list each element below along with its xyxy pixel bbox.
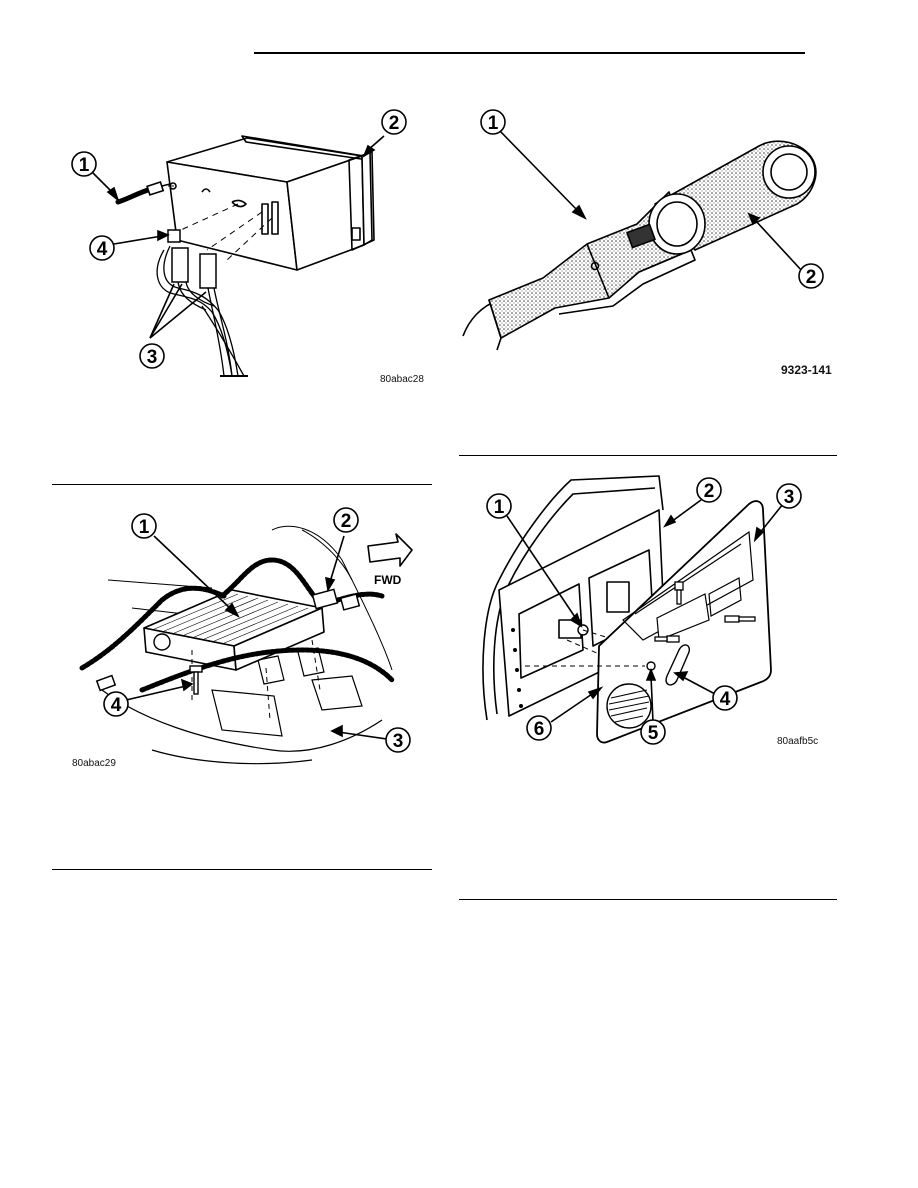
door-callout-6-circle	[526, 715, 552, 741]
radio-illustration: 1 2 3 4 80abac28	[71, 109, 424, 385]
amp-callout-3-circle	[385, 727, 411, 753]
amp-callout-2: 2	[341, 511, 352, 532]
figure-door-trim-panel: 1 2 3 4 5 6 80aafb5c	[459, 470, 837, 760]
amplifier-illustration: FWD 1 2 3 4 80abac29	[72, 507, 413, 769]
fwd-label: FWD	[374, 573, 402, 587]
door-callout-4-circle	[712, 685, 738, 711]
amp-callout-1-circle	[131, 513, 157, 539]
door-figure-code: 80aafb5c	[777, 736, 818, 747]
amp-callout-3: 3	[393, 731, 404, 752]
crank-callout-2-circle	[798, 263, 824, 289]
door-trim-illustration: 1 2 3 4 5 6 80aafb5c	[482, 475, 818, 747]
amp-figure-code: 80abac29	[72, 758, 116, 769]
crank-figure-code: 9323-141	[781, 363, 832, 377]
left-separator-2	[52, 869, 432, 870]
radio-callout-3-circle	[139, 343, 165, 369]
right-separator-2	[459, 899, 837, 900]
door-callout-3: 3	[784, 487, 795, 508]
crank-callout-1: 1	[488, 113, 499, 134]
figure-radio-removal: 1 2 3 4 80abac28	[52, 100, 442, 390]
amp-callout-4-circle	[103, 691, 129, 717]
radio-callout-4-circle	[89, 235, 115, 261]
amp-callout-2-circle	[333, 507, 359, 533]
door-callout-1: 1	[494, 497, 505, 518]
door-callout-4: 4	[720, 689, 731, 710]
radio-callout-1-circle	[71, 151, 97, 177]
radio-callout-3: 3	[147, 347, 158, 368]
radio-callout-2: 2	[389, 113, 400, 134]
radio-callout-2-circle	[381, 109, 407, 135]
amp-callout-1: 1	[139, 517, 150, 538]
amp-callout-4: 4	[111, 695, 122, 716]
door-callout-5: 5	[648, 723, 659, 744]
figure-amplifier: FWD 1 2 3 4 80abac29	[52, 500, 432, 780]
door-callout-2: 2	[704, 481, 715, 502]
radio-figure-code: 80abac28	[380, 374, 424, 385]
door-callout-5-circle	[640, 719, 666, 745]
header-rule	[254, 52, 805, 54]
door-callout-2-circle	[696, 477, 722, 503]
crank-callout-1-circle	[480, 109, 506, 135]
door-callout-3-circle	[776, 483, 802, 509]
right-separator-1	[459, 455, 837, 456]
door-callout-6: 6	[534, 719, 545, 740]
figure-window-crank: 1 2 9323-141	[459, 100, 837, 390]
left-separator-1	[52, 484, 432, 485]
crank-illustration: 1 2 9323-141	[462, 109, 832, 377]
radio-callout-4: 4	[97, 239, 108, 260]
radio-callout-1: 1	[79, 155, 90, 176]
crank-callout-2: 2	[806, 267, 817, 288]
door-callout-1-circle	[486, 493, 512, 519]
